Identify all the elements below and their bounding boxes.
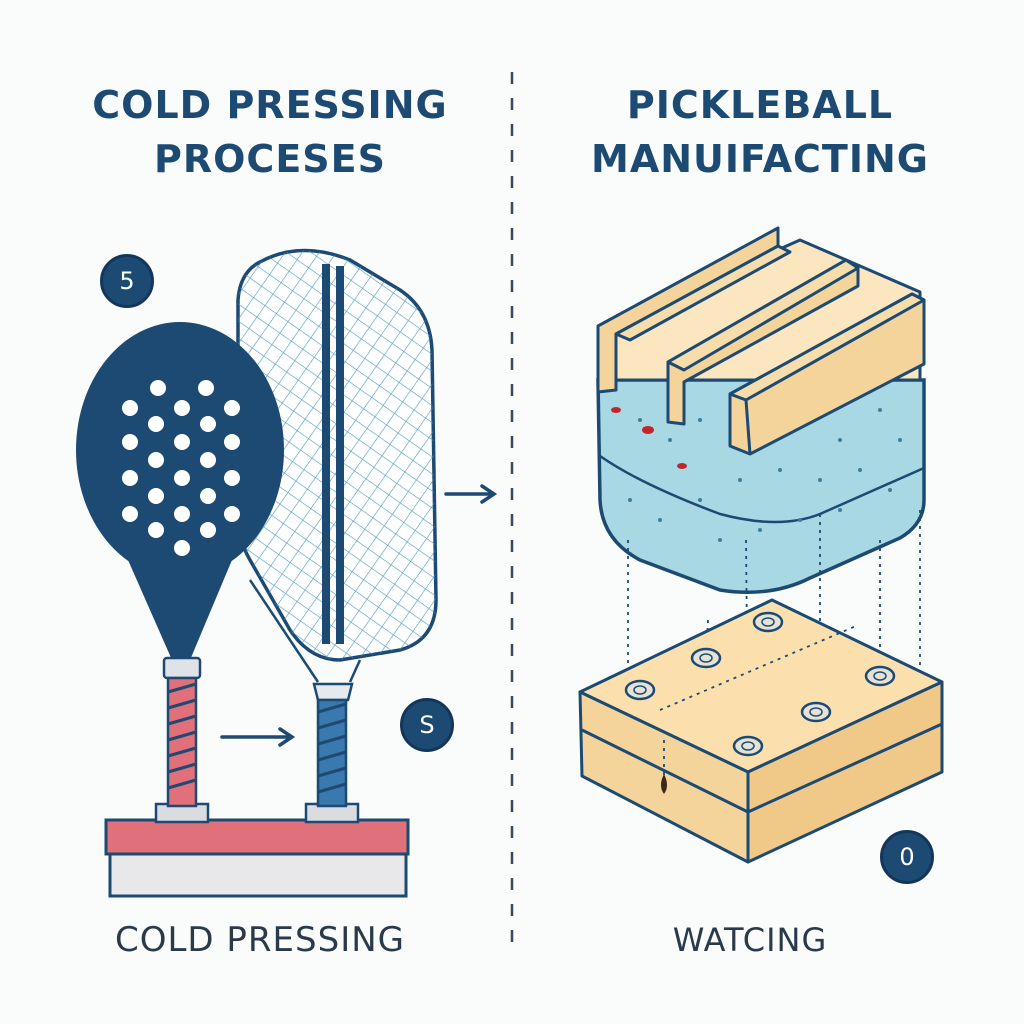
water-tank-icon xyxy=(596,378,926,595)
wooden-mold-icon xyxy=(596,226,926,456)
arrow-right-icon xyxy=(444,484,498,504)
step-badge-right: 0 xyxy=(880,830,934,884)
step-badge-bottom-left: S xyxy=(400,698,454,752)
right-title-line2: MANUIFACTING xyxy=(591,137,929,181)
right-caption: WATCING xyxy=(672,921,828,959)
step-badge-top-left: 5 xyxy=(100,254,154,308)
left-caption: COLD PRESSING xyxy=(114,920,405,960)
paddle-icon xyxy=(76,322,284,808)
press-base-icon xyxy=(104,802,410,898)
arrow-right-icon xyxy=(220,727,296,747)
left-title-line1: COLD PRESSING xyxy=(92,83,448,127)
right-title-line1: PICKLEBALL xyxy=(626,83,894,127)
left-title-line2: PROCESES xyxy=(154,137,386,181)
wooden-block-icon xyxy=(578,598,944,864)
left-title: COLD PRESSING PROCESES xyxy=(40,78,500,186)
right-title: PICKLEBALL MANUIFACTING xyxy=(530,78,990,186)
